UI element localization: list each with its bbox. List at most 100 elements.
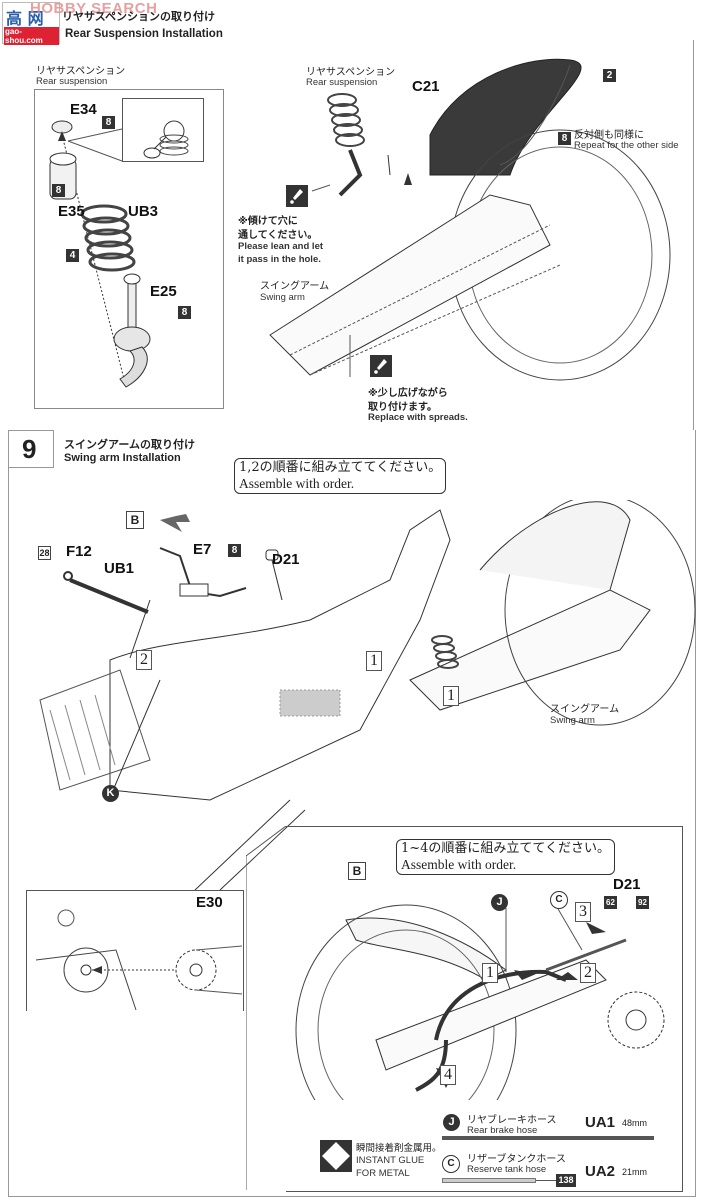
detail-b-slant [246, 826, 286, 1190]
order-note-jp: 1,2の順番に組み立ててください。 [239, 460, 442, 475]
k-leader [113, 679, 161, 789]
step8-title-jp: リヤサスペンションの取り付け [62, 10, 216, 23]
step9-number-box: 9 [8, 430, 54, 468]
part-d21: D21 [272, 551, 300, 568]
arrow-up-icon [58, 131, 66, 141]
step-number-1: 1 [366, 651, 382, 671]
color-code-badge: 8 [52, 184, 65, 197]
step8-frame-right [693, 40, 694, 430]
caution-icon [286, 185, 308, 207]
caution-note-1-en-line1: Please lean and let [238, 241, 324, 252]
caution-note-2-jp-line1: ※少し広げながら [368, 388, 448, 399]
callout-j: J [443, 1114, 460, 1131]
order-note: 1,2の順番に組み立ててください。 Assemble with order. [234, 458, 447, 494]
color-code-badge: 8 [228, 544, 241, 557]
radiator [39, 669, 151, 791]
hose-name-en: Reserve tank hose [467, 1164, 547, 1175]
instant-glue-icon [320, 1140, 352, 1172]
rear-suspension-install-drawing [269, 58, 671, 381]
hose-length: 48mm [622, 1118, 648, 1128]
step9-title-jp: スイングアームの取り付け [64, 438, 196, 451]
frame-main [109, 509, 451, 801]
rear-fender [479, 501, 631, 591]
hose-part: UA2 [585, 1163, 616, 1180]
part-d21: D21 [613, 876, 641, 893]
arrow-icon [556, 972, 578, 980]
swing-arm-label-en: Swing arm [260, 292, 305, 303]
step-number-1: 1 [443, 686, 459, 706]
color-code-badge: 138 [556, 1174, 576, 1187]
other-side-note-en: Repeat for the other side [574, 140, 679, 151]
step-number-1: 1 [482, 963, 498, 983]
caution-note-2-en: Replace with spreads. [368, 412, 468, 423]
ub3-spring [80, 204, 136, 272]
rear-brake-hose-j [434, 969, 567, 1041]
detail-leaders [194, 799, 306, 891]
callout-j: J [491, 894, 508, 911]
hose-length: 21mm [622, 1167, 648, 1177]
color-code-badge: 62 [604, 896, 617, 909]
swing-arm [375, 959, 607, 1071]
rear-wheel [504, 500, 696, 726]
rear-suspension-label-en: Rear suspension [306, 77, 378, 88]
color-code-badge: 8 [178, 306, 191, 319]
ub1-bolt [69, 578, 149, 614]
color-code-badge: 28 [38, 546, 51, 560]
e25-body [113, 326, 151, 352]
lower-link [119, 346, 148, 388]
part-e30: E30 [196, 894, 223, 911]
watermark-logo: 高 网 [6, 9, 44, 28]
detail-b-order-note: 1~4の順番に組み立ててください。 Assemble with order. [396, 839, 616, 875]
step9-title-en: Swing arm Installation [64, 452, 181, 464]
color-code-badge: 8 [102, 116, 115, 129]
order-note-en: Assemble with order. [239, 476, 355, 491]
color-code-badge: 4 [66, 249, 79, 262]
shock-spring [431, 635, 459, 669]
swing-arm [409, 589, 651, 711]
watermark-overlay: HOBBY SEARCH [30, 0, 158, 17]
damper-rod [127, 278, 137, 330]
swatch-leader [536, 1180, 556, 1181]
rear-brake-hose-swatch [442, 1136, 654, 1140]
step9-outer-frame [8, 430, 696, 1197]
step-number-4: 4 [440, 1065, 456, 1085]
shock-spring [327, 93, 365, 147]
e30-detail-frame [26, 890, 244, 1011]
rear-suspension-label-en: Rear suspension [36, 76, 108, 87]
rear-fender-c21 [429, 58, 582, 176]
caution-note-1-en-line2: it pass in the hole. [238, 254, 321, 265]
e34-detail-inset [122, 98, 204, 162]
f12-washer [63, 571, 73, 581]
step-number-2: 2 [136, 650, 152, 670]
hose-part: UA1 [585, 1114, 616, 1131]
detail-b-drawing [295, 901, 665, 1100]
callout-c: C [550, 891, 568, 909]
detail-b-label: B [348, 862, 366, 880]
glue-note-en-line2: FOR METAL [356, 1168, 410, 1179]
part-ub3: UB3 [128, 203, 159, 220]
part-e34: E34 [70, 101, 97, 118]
swing-arm-label-jp: スイングアーム [260, 281, 330, 292]
color-code-badge: 8 [558, 132, 571, 145]
engine-clutch [607, 991, 665, 1049]
swing-arm-label-en: Swing arm [550, 715, 595, 726]
e30-detail-drawing [35, 909, 242, 1010]
glue-note-jp: 瞬間接着剤金属用。 [356, 1143, 442, 1154]
part-ub1: UB1 [104, 560, 135, 577]
direction-arrow-icon [160, 514, 190, 532]
rear-suspension-label-jp: リヤサスペンション [36, 66, 126, 77]
hose-name-jp: リヤブレーキホース [467, 1115, 557, 1126]
step-number-3: 3 [575, 902, 591, 922]
rear-suspension-label-jp: リヤサスペンション [306, 67, 396, 78]
color-code-badge: 2 [603, 69, 616, 82]
arrow-icon [514, 970, 536, 980]
rear-suspension-subassembly-frame [34, 89, 224, 409]
arrow-icon [586, 922, 606, 934]
step9-number: 9 [22, 434, 37, 464]
part-c21: C21 [412, 78, 440, 95]
part-f12: F12 [66, 543, 92, 560]
glue-note-en-line1: INSTANT GLUE [356, 1155, 425, 1166]
watermark-site: gao-shou.com [4, 27, 59, 45]
callout-k: K [102, 785, 119, 802]
callout-c: C [442, 1155, 460, 1173]
